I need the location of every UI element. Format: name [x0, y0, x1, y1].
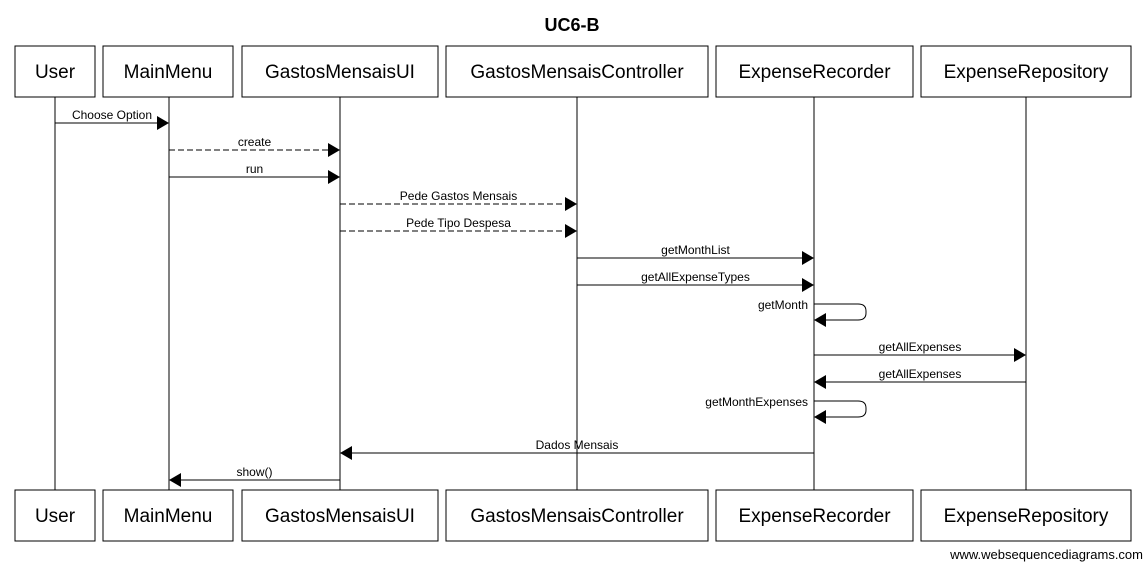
participant-controller-top: GastosMensaisController [445, 45, 709, 98]
message-label: show() [236, 465, 272, 479]
diagram-title: UC6-B [544, 15, 599, 35]
message-label: getMonthExpenses [705, 395, 808, 409]
participant-label: ExpenseRepository [944, 62, 1109, 83]
participant-mainmenu-top: MainMenu [102, 45, 234, 98]
message-3: run [169, 162, 340, 184]
participant-label: GastosMensaisController [470, 506, 684, 527]
message-label: getAllExpenseTypes [641, 270, 750, 284]
participant-label: User [35, 506, 76, 527]
message-label: Pede Tipo Despesa [406, 216, 511, 230]
participant-label: MainMenu [124, 62, 213, 83]
message-label: Pede Gastos Mensais [400, 189, 517, 203]
participant-recorder-bottom: ExpenseRecorder [715, 489, 914, 542]
participant-label: GastosMensaisUI [265, 506, 415, 527]
message-label: getMonthList [661, 243, 730, 257]
participant-label: ExpenseRecorder [738, 506, 891, 527]
participant-label: ExpenseRecorder [738, 62, 891, 83]
participant-user-top: User [14, 45, 96, 98]
participant-ui-bottom: GastosMensaisUI [241, 489, 439, 542]
lifelines [54, 97, 1027, 490]
message-label: create [238, 135, 272, 149]
participant-recorder-top: ExpenseRecorder [715, 45, 914, 98]
participant-controller-bottom: GastosMensaisController [445, 489, 709, 542]
self-message-arrow [814, 303, 867, 327]
message-label: Choose Option [72, 108, 152, 122]
message-1: Choose Option [55, 108, 169, 130]
participant-label: User [35, 62, 76, 83]
message-4: Pede Gastos Mensais [340, 189, 577, 211]
participant-label: GastosMensaisUI [265, 62, 415, 83]
message-label: getAllExpenses [879, 367, 962, 381]
participant-label: ExpenseRepository [944, 506, 1109, 527]
participants-bottom: User MainMenu GastosMensaisUI GastosMensais… [14, 489, 1132, 542]
participant-label: GastosMensaisController [470, 62, 684, 83]
self-message-arrow [814, 400, 867, 424]
message-label: Dados Mensais [536, 438, 619, 452]
footer-credit: www.websequencediagrams.com [949, 547, 1143, 562]
message-2: create [169, 135, 340, 157]
message-12: Dados Mensais [340, 438, 814, 460]
message-label: getMonth [758, 298, 808, 312]
participant-repository-top: ExpenseRepository [920, 45, 1132, 98]
message-7: getAllExpenseTypes [577, 270, 814, 292]
message-6: getMonthList [577, 243, 814, 265]
participant-user-bottom: User [14, 489, 96, 542]
participant-repository-bottom: ExpenseRepository [920, 489, 1132, 542]
message-11: getMonthExpenses [705, 395, 867, 424]
participant-ui-top: GastosMensaisUI [241, 45, 439, 98]
participants-top: User MainMenu GastosMensaisUI GastosMensais… [14, 45, 1132, 98]
message-label: getAllExpenses [879, 340, 962, 354]
message-10: getAllExpenses [814, 367, 1026, 389]
message-9: getAllExpenses [814, 340, 1026, 362]
message-8: getMonth [758, 298, 867, 327]
message-label: run [246, 162, 263, 176]
participant-label: MainMenu [124, 506, 213, 527]
message-13: show() [169, 465, 340, 487]
participant-mainmenu-bottom: MainMenu [102, 489, 234, 542]
message-5: Pede Tipo Despesa [340, 216, 577, 238]
